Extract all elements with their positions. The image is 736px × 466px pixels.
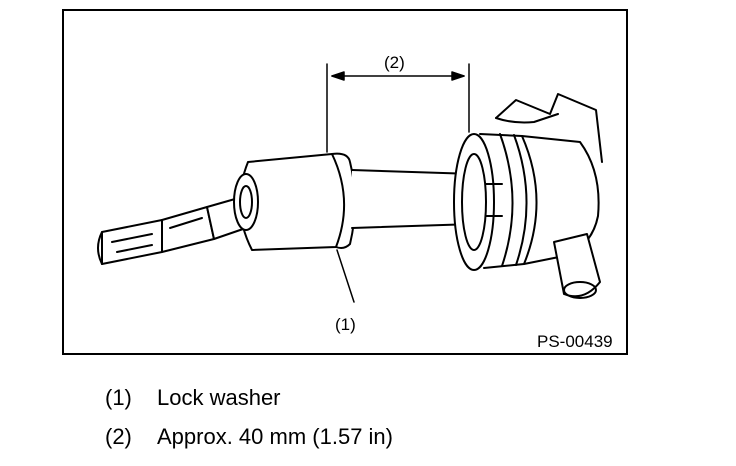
legend-number: (2) bbox=[105, 424, 132, 449]
handle-shaft bbox=[97, 196, 251, 265]
hub-assembly bbox=[453, 93, 603, 299]
legend-text: Approx. 40 mm (1.57 in) bbox=[157, 424, 393, 449]
illustration: (2) (1) PS-00439 bbox=[97, 53, 613, 351]
legend-text: Lock washer bbox=[157, 385, 281, 410]
callout-1: (1) bbox=[335, 315, 356, 334]
legend-item-2: (2) Approx. 40 mm (1.57 in) bbox=[105, 424, 393, 450]
leader-1 bbox=[336, 249, 355, 303]
dimension-2 bbox=[326, 63, 470, 153]
legend-item-1: (1) Lock washer bbox=[105, 385, 281, 411]
legend-number: (1) bbox=[105, 385, 132, 410]
callout-2: (2) bbox=[384, 53, 405, 72]
figure-code: PS-00439 bbox=[537, 332, 613, 351]
lock-washer bbox=[233, 152, 356, 251]
figure-frame: (2) (1) PS-00439 bbox=[62, 9, 628, 355]
